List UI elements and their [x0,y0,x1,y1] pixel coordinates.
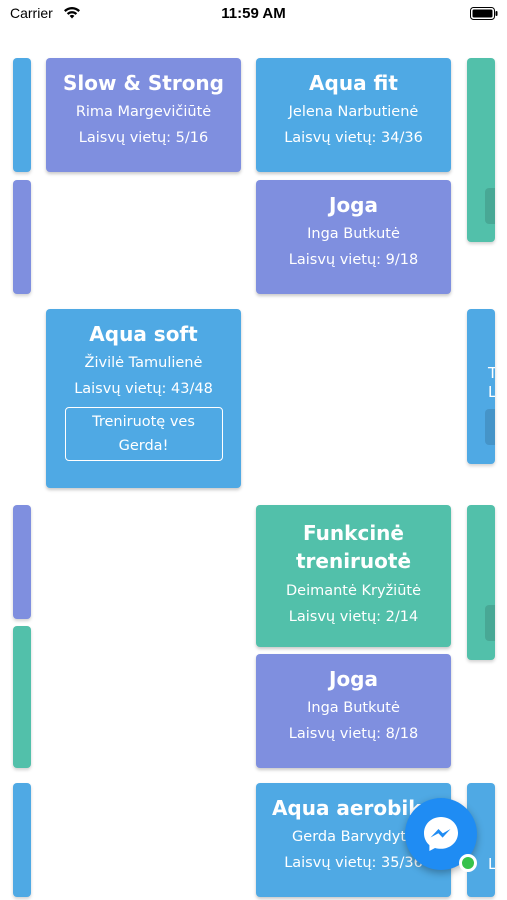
partial-action-button[interactable] [485,605,495,641]
class-spots: Laisvų vietų: 43/48 [74,381,213,397]
partial-spots-text: L [488,383,495,401]
class-card[interactable]: Aqua fit Jelena Narbutienė Laisvų vietų:… [256,58,451,172]
messenger-icon [424,817,458,851]
partial-class-card-left[interactable] [13,783,31,897]
partial-title-text: T [488,364,495,382]
partial-class-card-right[interactable] [467,505,495,660]
partial-class-card-right[interactable] [467,58,495,242]
partial-spots-text: L [488,855,495,873]
class-title: Joga [329,193,378,217]
class-title: Aqua aerobika [271,796,436,820]
class-spots: Laisvų vietų: 9/18 [288,252,419,268]
class-spots: Laisvų vietų: 5/16 [78,130,209,146]
class-trainer: Živilė Tamulienė [84,355,203,371]
partial-class-card-left[interactable] [13,180,31,294]
wifi-icon [64,7,80,19]
partial-action-button[interactable] [485,188,495,224]
class-title: Aqua soft [89,322,198,346]
status-bar: Carrier 11:59 AM [0,0,507,30]
class-spots: Laisvų vietų: 35/36 [284,855,423,871]
partial-class-card-right[interactable]: T L [467,309,495,464]
class-card[interactable]: Slow & Strong Rima Margevičiūtė Laisvų v… [46,58,241,172]
class-card[interactable]: Funkcinė treniruotė Deimantė Kryžiūtė La… [256,505,451,647]
partial-class-card-left[interactable] [13,58,31,172]
class-card[interactable]: Joga Inga Butkutė Laisvų vietų: 8/18 [256,654,451,768]
class-trainer: Inga Butkutė [307,700,400,716]
class-trainer: Inga Butkutė [307,226,400,242]
online-status-indicator [459,854,477,872]
class-title: Funkcinė treniruotė [295,521,412,573]
class-spots: Laisvų vietų: 34/36 [284,130,423,146]
partial-class-card-left[interactable] [13,626,31,768]
class-title: Joga [329,667,378,691]
class-trainer: Rima Margevičiūtė [75,104,212,120]
partial-action-button[interactable] [485,409,495,445]
class-trainer: Gerda Barvydytė [292,829,415,845]
class-title: Slow & Strong [63,71,224,95]
class-spots: Laisvų vietų: 2/14 [288,609,419,625]
class-card[interactable]: Joga Inga Butkutė Laisvų vietų: 9/18 [256,180,451,294]
battery-icon [470,7,498,20]
class-trainer: Jelena Narbutienė [288,104,419,120]
carrier-label: Carrier [10,5,53,21]
class-trainer: Deimantė Kryžiūtė [285,583,422,599]
clock: 11:59 AM [221,5,286,22]
trainer-change-button[interactable]: Treniruotę ves Gerda! [64,407,223,461]
partial-class-card-left[interactable] [13,505,31,619]
class-spots: Laisvų vietų: 8/18 [288,726,419,742]
class-title: Aqua fit [309,71,398,95]
class-card[interactable]: Aqua soft Živilė Tamulienė Laisvų vietų:… [46,309,241,488]
